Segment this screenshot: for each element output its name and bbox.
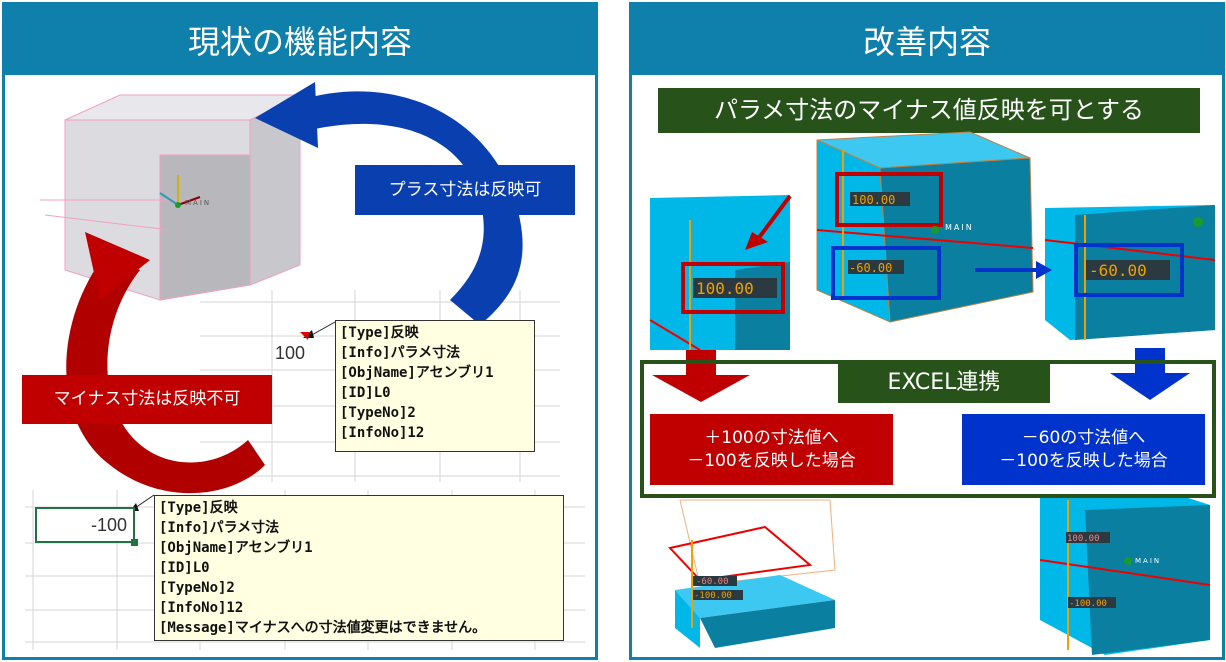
excel-cell-plus[interactable]: 100 <box>275 343 306 363</box>
dim-result-b: -100.00 <box>1069 599 1107 609</box>
case-red-line: －100を反映した場合 <box>687 450 856 471</box>
comment-line: [TypeNo]2 <box>159 580 235 596</box>
cad-axis-label: MAIN <box>1135 557 1161 565</box>
cad-axis-label: MAIN <box>945 223 974 232</box>
axis-triad-icon <box>159 175 201 208</box>
cad-cube-main <box>816 131 1034 323</box>
case-blue-label: －60の寸法値へ －100を反映した場合 <box>962 414 1205 485</box>
comment-line: [TypeNo]2 <box>340 405 416 421</box>
case-blue-line: －100を反映した場合 <box>999 450 1168 471</box>
case-red-label: ＋100の寸法値へ －100を反映した場合 <box>650 414 893 485</box>
comment-line: [Type]反映 <box>340 325 419 341</box>
comment-line: [ID]L0 <box>340 385 391 401</box>
comment-line: [ObjName]アセンブリ1 <box>340 365 494 381</box>
dim-minus-result-a: -60.00 <box>696 577 729 587</box>
cad-result-plus <box>668 499 836 648</box>
comment-line: [Message]マイナスへの寸法値変更はできません。 <box>159 620 487 636</box>
comment-line: [Info]パラメ寸法 <box>340 345 461 361</box>
panel-title: 現状の機能内容 <box>5 5 595 75</box>
dim-minus-zoom: -60.00 <box>1089 261 1147 280</box>
dim-plus-zoom: 100.00 <box>696 279 754 298</box>
excel-cell-minus-selected[interactable]: -100 <box>35 507 138 546</box>
improvement-banner: パラメ寸法のマイナス値反映を可とする <box>658 88 1200 133</box>
panel-title: 改善内容 <box>632 5 1222 75</box>
cell-value: -100 <box>90 515 127 535</box>
comment-line: [Type]反映 <box>159 500 238 516</box>
blue-curved-arrow <box>255 82 523 325</box>
dim-minus-main: -60.00 <box>849 261 892 275</box>
excel-link-frame <box>640 360 1216 498</box>
fill-handle[interactable] <box>131 539 138 546</box>
excel-comment-plus: [Type]反映 [Info]パラメ寸法 [ObjName]アセンブリ1 [ID… <box>335 320 535 452</box>
case-red-line: ＋100の寸法値へ <box>704 427 839 448</box>
excel-link-label: EXCEL連携 <box>838 363 1050 403</box>
case-blue-line: －60の寸法値へ <box>1021 427 1146 448</box>
excel-comment-minus: [Type]反映 [Info]パラメ寸法 [ObjName]アセンブリ1 [ID… <box>154 495 564 641</box>
cad-zoom-plus <box>649 194 792 351</box>
cad-result-minus <box>1039 497 1211 655</box>
comment-line: [Info]パラメ寸法 <box>159 520 280 536</box>
comment-line: [InfoNo]12 <box>340 425 425 441</box>
blue-down-arrow <box>1110 348 1190 400</box>
cad-axis-label: MAIN <box>185 199 211 207</box>
dim-plus-main: 100.00 <box>852 193 895 207</box>
cad-zoom-minus <box>975 205 1216 340</box>
minus-not-reflectable-label: マイナス寸法は反映不可 <box>22 375 272 424</box>
comment-line: [InfoNo]12 <box>159 600 244 616</box>
comment-line: [ID]L0 <box>159 560 210 576</box>
comment-line: [ObjName]アセンブリ1 <box>159 540 313 556</box>
red-curved-arrow <box>66 232 265 494</box>
plus-reflectable-label: プラス寸法は反映可 <box>355 165 575 215</box>
red-down-arrow <box>652 350 750 402</box>
dim-result-a: -100.00 <box>694 591 732 601</box>
dim-plus-result-b: 100.00 <box>1067 534 1100 544</box>
